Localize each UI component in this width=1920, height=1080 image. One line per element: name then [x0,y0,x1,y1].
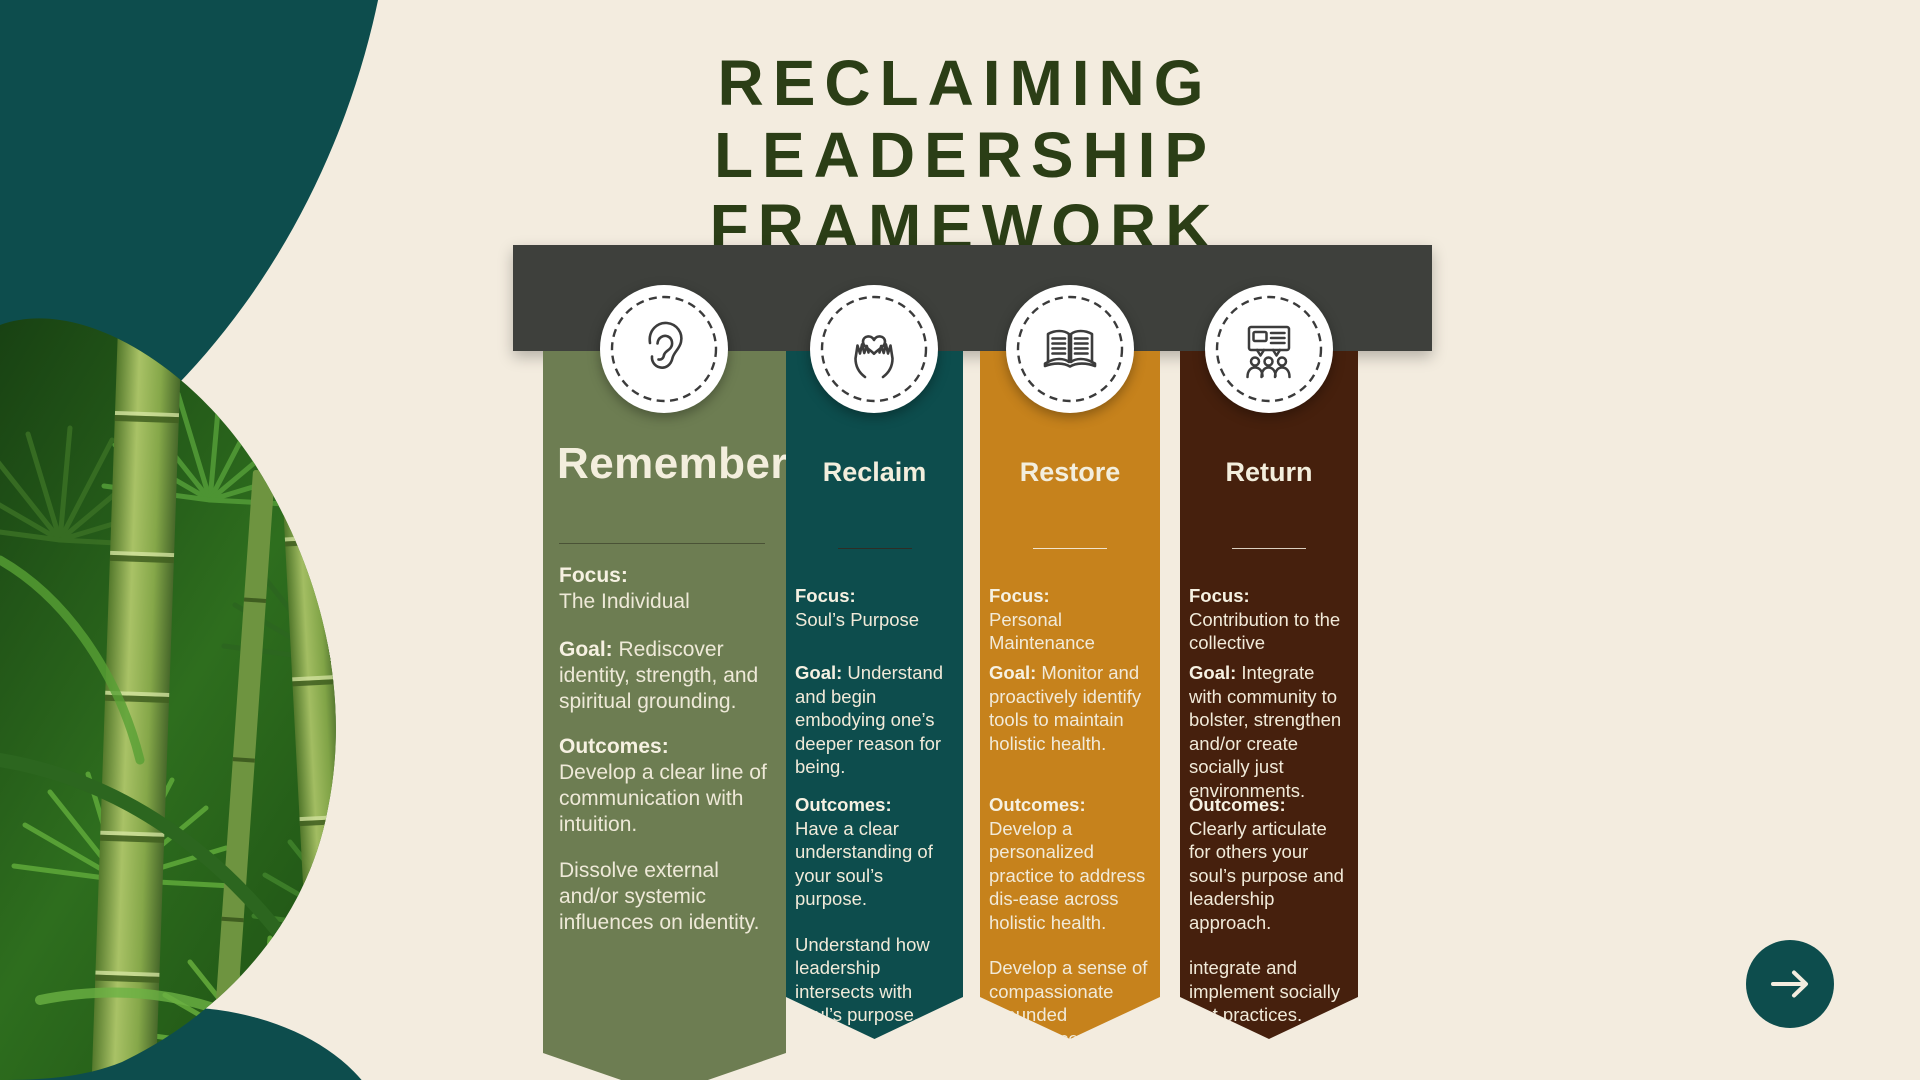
goal-block: Goal: Integrate with community to bolste… [1180,661,1358,802]
goal-block: Goal: Monitor and proactively identify t… [980,661,1160,755]
focus-label: Focus: [559,564,628,587]
goal-label: Goal: [989,662,1037,683]
focus-label: Focus: [795,585,856,606]
goal-block: Goal: Rediscover identity, strength, and… [543,637,786,715]
bamboo-photo [0,0,396,1080]
focus-block: Focus: Personal Maintenance [980,584,1160,655]
column-return: Return Focus: Contribution to the collec… [1180,351,1358,1039]
divider [1232,548,1306,549]
outcomes-block: Outcomes: Clearly articulate for others … [1180,793,1358,1027]
divider [838,548,912,549]
outcome-text: Understand how leadership intersects wit… [795,933,930,1025]
column-title: Remember [557,439,788,488]
goal-label: Goal: [795,662,843,683]
open-book-icon [1006,285,1134,413]
outcome-text: integrate and implement socially just pr… [1189,957,1341,1025]
focus-block: Focus: Contribution to the collective [1180,584,1358,655]
goal-text: Understand and begin embodying one’s dee… [795,662,944,777]
focus-label: Focus: [989,585,1050,606]
column-restore: Restore Focus: Personal Maintenance Goal… [980,351,1160,1039]
outcome-text: Clearly articulate for others your soul’… [1189,817,1344,933]
outcome-text: Develop a sense of compassionate grounde… [989,957,1148,1049]
focus-text: The Individual [559,590,690,613]
goal-text: Monitor and proactively identify tools t… [989,662,1142,754]
arrow-right-icon [1771,970,1808,998]
ear-icon [600,285,728,413]
goal-text: Integrate with community to bolster, str… [1189,662,1342,801]
focus-block: Focus: The Individual [543,563,786,615]
hands-holding-heart-icon [810,285,938,413]
goal-block: Goal: Understand and begin embodying one… [786,661,963,779]
outcomes-label: Outcomes: [989,794,1086,815]
focus-text: Personal Maintenance [989,608,1095,653]
focus-text: Soul’s Purpose [795,608,920,630]
outcomes-block: Outcomes: Develop a clear line of commun… [543,734,786,936]
title-line-2: LEADERSHIP [713,118,1217,191]
outcomes-block: Outcomes: Develop a personalized practic… [980,793,1160,1050]
column-title: Reclaim [822,457,927,487]
goal-label: Goal: [1189,662,1237,683]
column-remember: Remember Focus: The Individual Goal: Red… [543,351,786,1080]
outcome-text: Develop a clear line of communication wi… [559,761,767,836]
outcome-text: Dissolve external and/or systemic influe… [559,859,760,934]
outcome-text: Develop a personalized practice to addre… [989,817,1146,933]
next-button[interactable] [1746,940,1834,1028]
divider [1033,548,1107,549]
group-presentation-icon [1205,285,1333,413]
outcomes-label: Outcomes: [559,735,669,758]
divider [559,543,765,544]
title-line-1: RECLAIMING [717,46,1213,119]
column-title: Restore [1019,457,1121,487]
focus-label: Focus: [1189,585,1250,606]
outcomes-block: Outcomes: Have a clear understanding of … [786,793,963,1027]
focus-block: Focus: Soul’s Purpose [786,584,963,631]
teal-blob-top [0,0,396,558]
outcomes-label: Outcomes: [1189,794,1286,815]
column-title: Return [1225,457,1313,487]
goal-text: Rediscover identity, strength, and spiri… [559,638,759,713]
outcome-text: Have a clear understanding of your soul’… [795,817,933,909]
column-reclaim: Reclaim Focus: Soul’s Purpose Goal: Unde… [786,351,963,1039]
goal-label: Goal: [559,638,613,661]
focus-text: Contribution to the collective [1189,608,1341,653]
page-title: RECLAIMING LEADERSHIP FRAMEWORK [565,47,1365,263]
outcomes-label: Outcomes: [795,794,892,815]
